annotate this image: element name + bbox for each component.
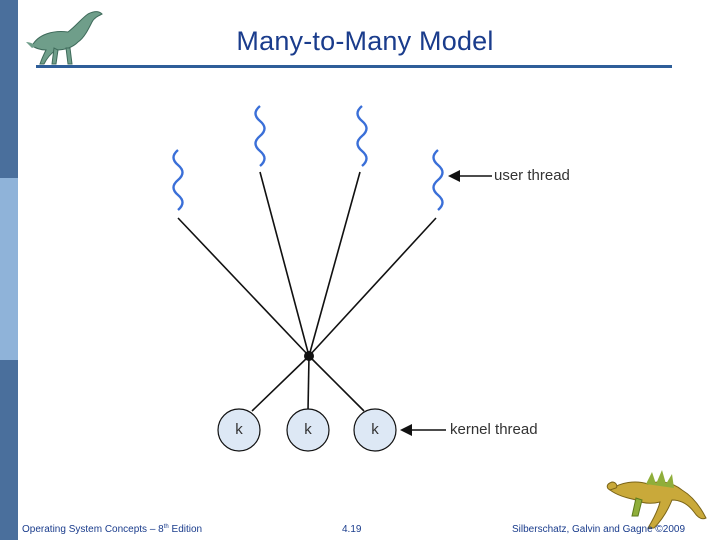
kernel-thread-node-1 bbox=[217, 408, 261, 452]
many-to-many-diagram bbox=[164, 100, 578, 454]
kernel-thread-arrowhead bbox=[400, 424, 412, 436]
dinosaur-icon bbox=[606, 470, 707, 529]
footer-authors: Silberschatz, Galvin and Gagne ©2009 bbox=[512, 524, 686, 535]
kernel-link-2 bbox=[307, 355, 310, 412]
user-thread-arrowhead bbox=[448, 170, 460, 182]
kernel-link-3 bbox=[308, 355, 365, 412]
footer-book-sup: th bbox=[163, 524, 169, 530]
user-thread-label: user thread bbox=[494, 167, 570, 184]
kernel-node-label-1: k bbox=[235, 421, 243, 438]
footer-book-text: Operating System Concepts – 8 bbox=[22, 524, 164, 535]
footer-page-number: 4.19 bbox=[342, 524, 362, 535]
user-link-4 bbox=[308, 217, 437, 357]
user-thread-3 bbox=[356, 105, 368, 167]
user-link-1 bbox=[177, 217, 310, 357]
user-link-2 bbox=[259, 171, 310, 357]
title-divider bbox=[36, 65, 672, 68]
kernel-thread-node-2 bbox=[286, 408, 330, 452]
page-title: Many-to-Many Model bbox=[236, 26, 494, 56]
user-link-3 bbox=[308, 171, 361, 357]
kernel-link-1 bbox=[251, 355, 310, 412]
sidebar-top-segment bbox=[0, 0, 18, 178]
diagram-background bbox=[164, 100, 578, 454]
kernel-thread-node-3 bbox=[353, 408, 397, 452]
sidebar-bottom-segment bbox=[0, 360, 18, 540]
kernel-thread-label: kernel thread bbox=[450, 421, 538, 438]
kernel-node-label-3: k bbox=[371, 421, 379, 438]
user-thread-1 bbox=[172, 149, 184, 211]
slide-sidebar bbox=[0, 0, 18, 540]
footer-book-title: Operating System Concepts – 8th Edition bbox=[22, 524, 202, 535]
sidebar-middle-segment bbox=[0, 178, 18, 360]
dinosaur-icon bbox=[26, 11, 103, 65]
kernel-node-label-2: k bbox=[304, 421, 312, 438]
user-thread-4 bbox=[432, 149, 444, 211]
user-thread-2 bbox=[254, 105, 266, 167]
footer-book-suffix: Edition bbox=[168, 524, 203, 535]
